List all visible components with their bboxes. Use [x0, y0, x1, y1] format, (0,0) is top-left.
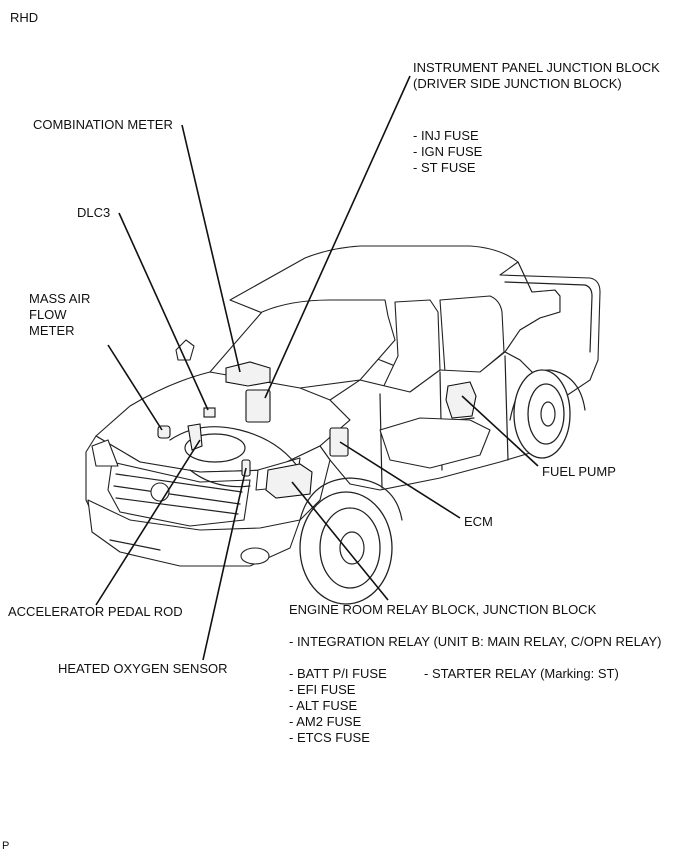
ecm-part [329, 427, 349, 457]
leader-line-ecm [339, 441, 461, 519]
starter-relay-label: - STARTER RELAY (Marking: ST) [424, 666, 619, 681]
dlc3-label: DLC3 [77, 205, 111, 220]
integration-relay-label: - INTEGRATION RELAY (UNIT B: MAIN RELAY,… [289, 634, 662, 649]
leader-line-ipjb [264, 75, 411, 399]
leader-line-accelerator-pedal-rod [95, 439, 201, 606]
fuel-pump-label: FUEL PUMP [542, 464, 616, 479]
pickup-truck-illustration [85, 245, 601, 605]
mass-air-flow-label-line3: METER [29, 323, 75, 338]
fuel-pump-part [445, 381, 477, 419]
engine-room-fuse-am2: - AM2 FUSE [289, 714, 362, 729]
rhd-label: RHD [10, 10, 39, 25]
engine-room-fuse-efi: - EFI FUSE [289, 682, 356, 697]
ipjb-title-line2: (DRIVER SIDE JUNCTION BLOCK) [413, 76, 622, 91]
component-parts [157, 361, 477, 499]
ecm-label: ECM [464, 514, 493, 529]
leader-line-engine-room-relay [291, 481, 389, 601]
heated-oxygen-sensor-label: HEATED OXYGEN SENSOR [58, 661, 228, 676]
ipjb-fuse-inj: - INJ FUSE [413, 128, 479, 143]
engine-room-fuse-alt: - ALT FUSE [289, 698, 358, 713]
engine-room-relay-block-part [265, 463, 313, 499]
combination-meter-part [225, 361, 271, 387]
ipjb-fuse-ign: - IGN FUSE [413, 144, 483, 159]
combination-meter-label: COMBINATION METER [33, 117, 173, 132]
ipjb-title-line1: INSTRUMENT PANEL JUNCTION BLOCK [413, 60, 660, 75]
leader-line-heated-oxygen-sensor [202, 467, 247, 661]
engine-room-fuse-etcs: - ETCS FUSE [289, 730, 370, 745]
leader-line-mass-air-flow [107, 344, 163, 431]
mass-air-flow-label-line1: MASS AIR [29, 291, 91, 306]
leader-line-combination-meter [181, 124, 241, 373]
mass-air-flow-label-line2: FLOW [29, 307, 67, 322]
dlc3-part [203, 407, 216, 418]
ipjb-fuse-st: - ST FUSE [413, 160, 476, 175]
instrument-panel-junction-block-part [245, 389, 271, 423]
engine-room-fuse-batt: - BATT P/I FUSE [289, 666, 387, 681]
leader-line-fuel-pump [461, 395, 539, 467]
accelerator-pedal-rod-label: ACCELERATOR PEDAL ROD [8, 604, 183, 619]
leader-line-dlc3 [118, 212, 209, 411]
leader-lines [95, 75, 539, 661]
footer-mark: P [2, 840, 10, 852]
engine-room-relay-block-label: ENGINE ROOM RELAY BLOCK, JUNCTION BLOCK [289, 602, 597, 617]
